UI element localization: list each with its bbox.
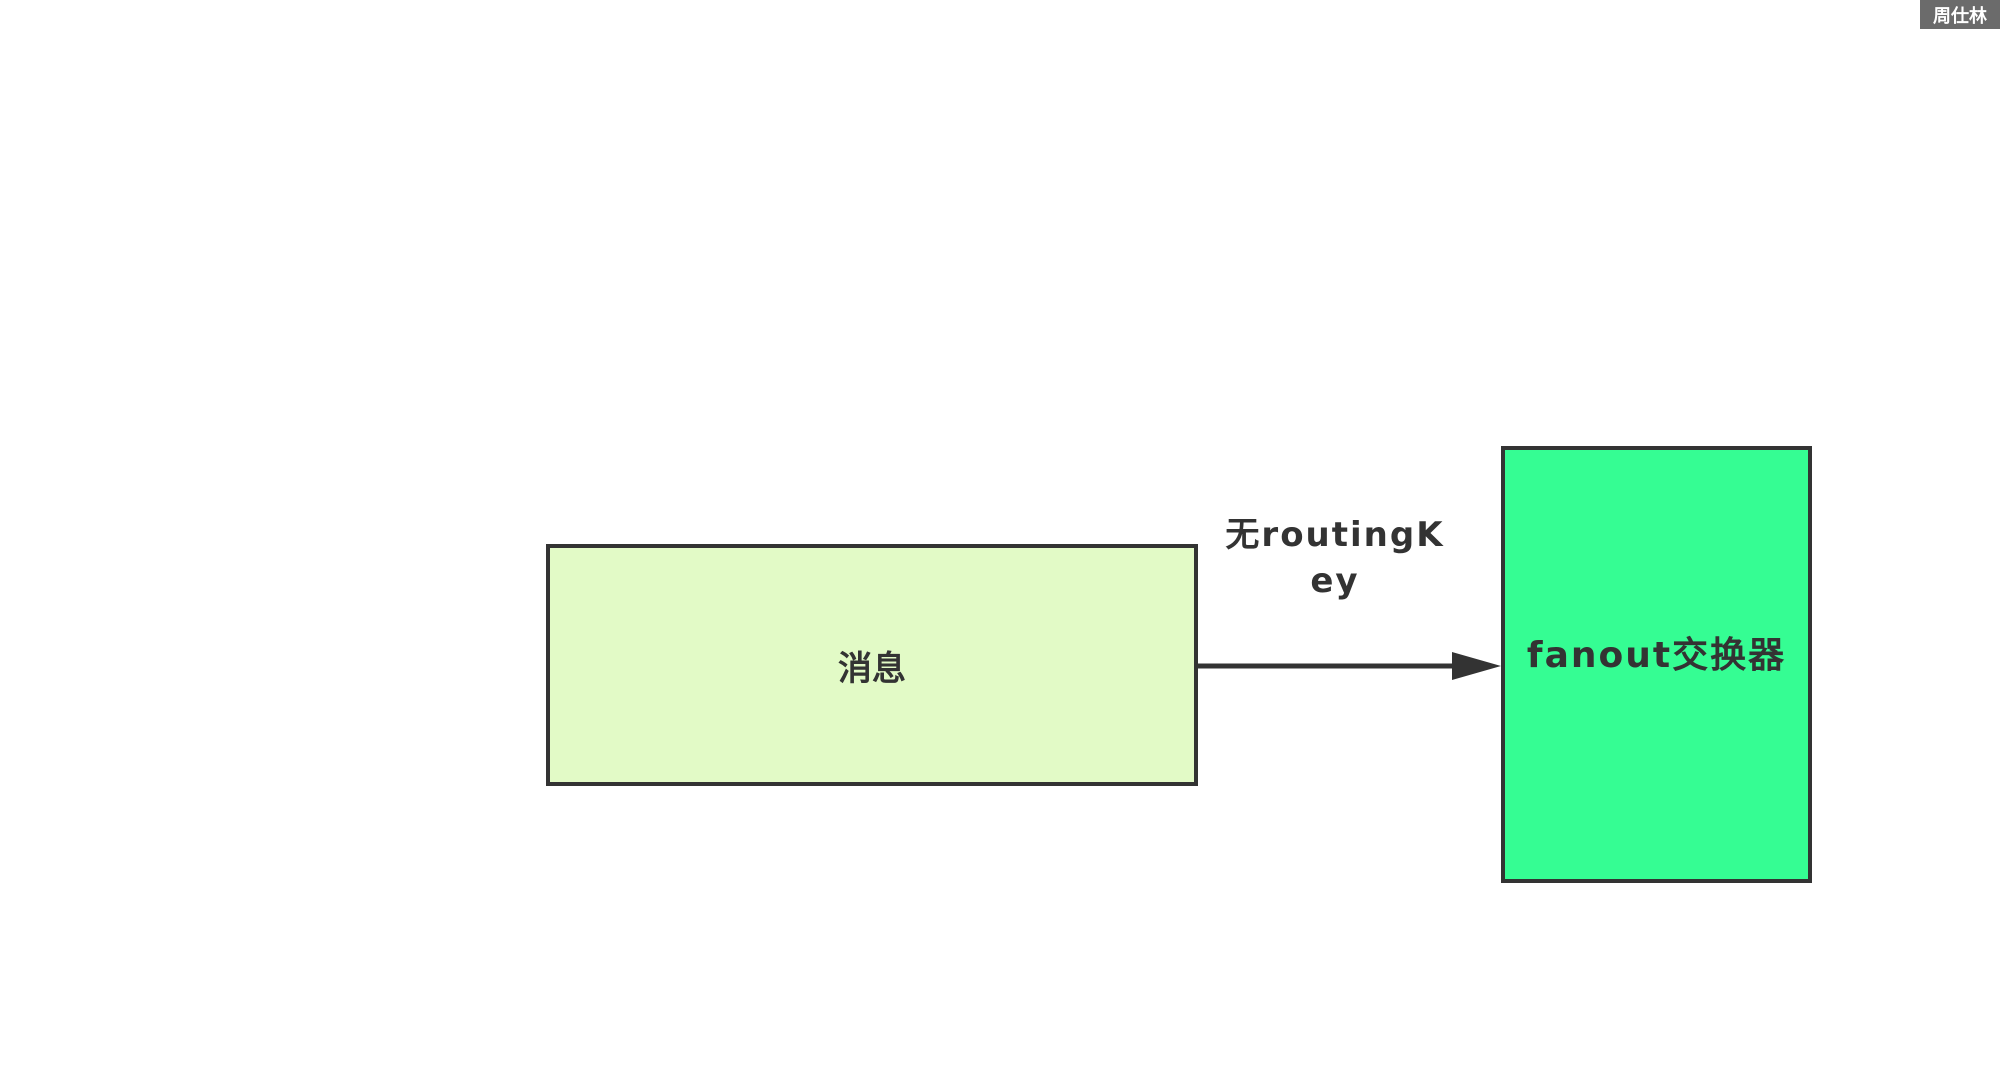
arrowhead-icon [1452, 652, 1501, 680]
exchange-node-label: fanout交换器 [1526, 634, 1787, 676]
message-node: 消息 [546, 544, 1198, 786]
edge-label: 无routingKey [1225, 515, 1445, 601]
edge-arrow [1198, 652, 1501, 680]
exchange-node: fanout交换器 [1501, 446, 1812, 883]
author-watermark: 周仕林 [1920, 0, 2000, 29]
message-node-label: 消息 [838, 648, 906, 689]
